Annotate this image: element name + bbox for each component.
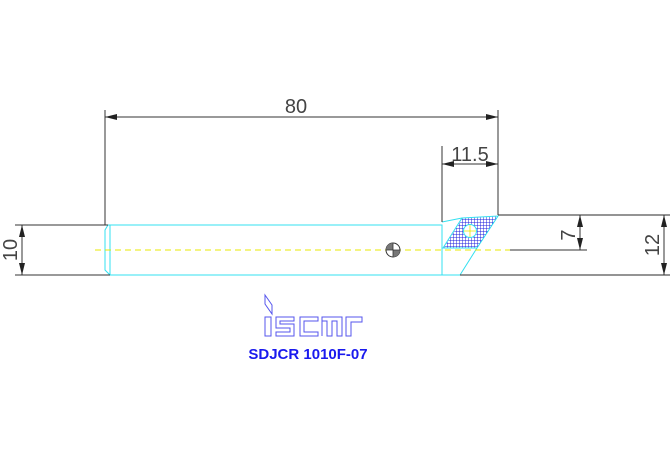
iscar-logo <box>264 293 363 337</box>
head-outline <box>460 214 670 276</box>
dimension-lines <box>15 110 665 276</box>
tool-outline <box>104 217 478 276</box>
dim-head-height: 12 <box>642 234 664 256</box>
center-of-gravity-icon <box>385 242 401 258</box>
dimension-arrows <box>19 114 667 275</box>
dim-overall-length: 80 <box>285 96 307 118</box>
part-number: SDJCR 1010F-07 <box>248 346 367 363</box>
dim-head-length: 11.5 <box>451 144 488 166</box>
insert <box>442 215 499 249</box>
dim-shank-height: 10 <box>0 239 22 261</box>
dim-tip-height: 7 <box>558 229 580 240</box>
